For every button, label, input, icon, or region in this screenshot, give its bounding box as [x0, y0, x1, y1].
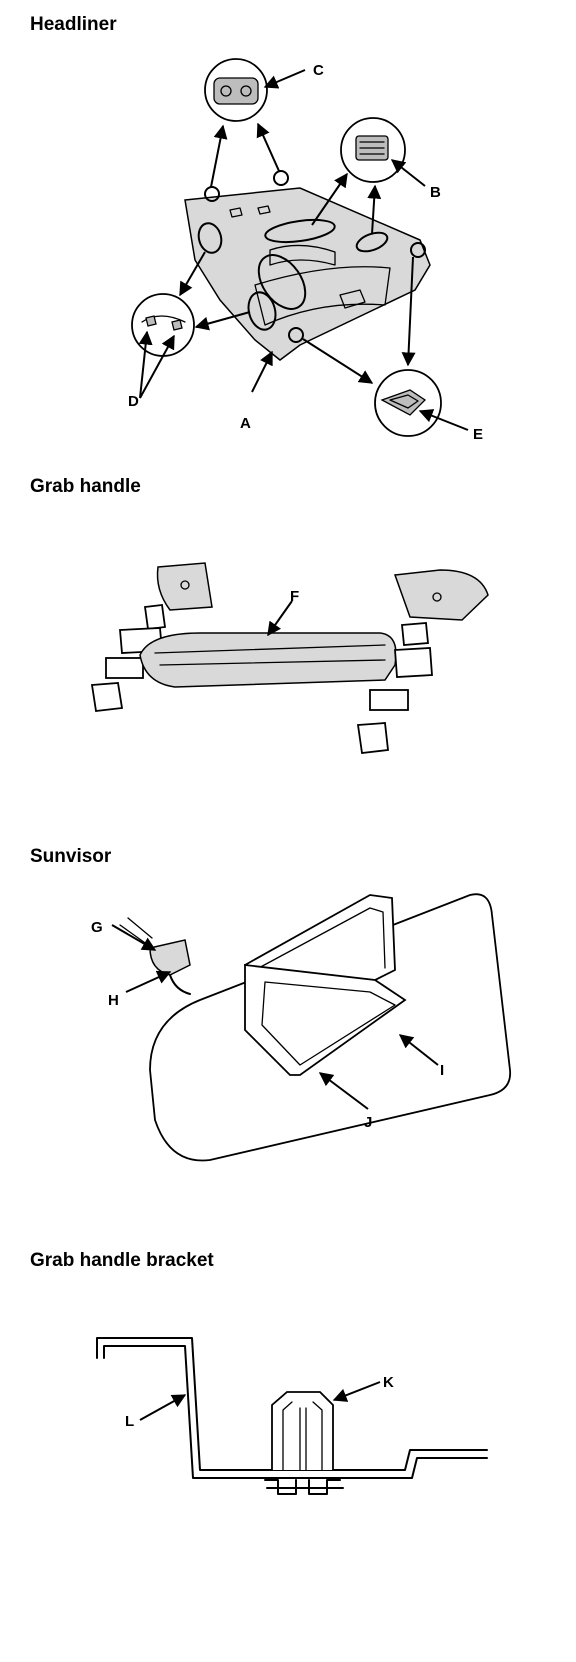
label-C: C [313, 62, 324, 79]
label-D: D [128, 393, 139, 410]
label-G: G [91, 919, 103, 936]
headliner-diagram [131, 58, 469, 437]
section-title-sunvisor: Sunvisor [30, 846, 112, 867]
label-F: F [290, 588, 300, 605]
label-L: L [125, 1413, 135, 1430]
label-E: E [473, 426, 484, 443]
section-title-headliner: Headliner [30, 14, 117, 35]
label-B: B [430, 184, 441, 201]
section-title-grab-handle-bracket: Grab handle bracket [30, 1250, 214, 1271]
label-K: K [383, 1374, 394, 1391]
headliner-panel [184, 187, 431, 361]
grab-handle-bracket-diagram [96, 1337, 488, 1495]
sunvisor-diagram [111, 893, 512, 1162]
label-I: I [440, 1062, 445, 1079]
grab-handle-diagram [90, 562, 489, 754]
section-title-grab-handle: Grab handle [30, 476, 141, 497]
label-A: A [240, 415, 251, 432]
label-J: J [364, 1114, 373, 1131]
label-H: H [108, 992, 119, 1009]
